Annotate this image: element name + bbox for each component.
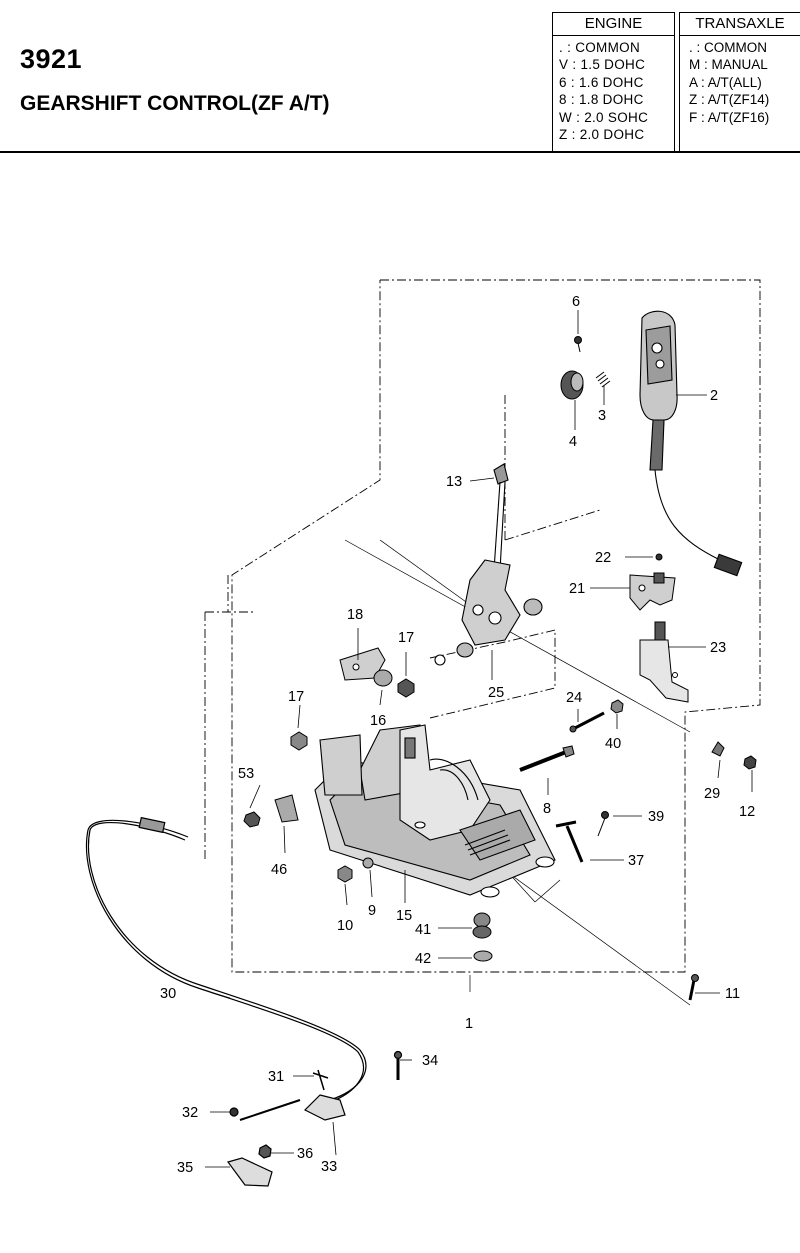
callout-label: 24 bbox=[566, 690, 582, 706]
callout-label: 12 bbox=[739, 804, 755, 820]
callout-label: 37 bbox=[628, 853, 644, 869]
callout-label: 41 bbox=[415, 922, 431, 938]
engine-code-row: . : COMMON bbox=[559, 40, 640, 55]
page-number: 3921 bbox=[20, 44, 83, 74]
callout-label: 17 bbox=[288, 689, 304, 705]
switch-icon bbox=[629, 553, 689, 703]
engine-code-row: W : 2.0 SOHC bbox=[559, 109, 649, 125]
engine-code-row: 6 : 1.6 DOHC bbox=[559, 74, 644, 90]
callout-label: 53 bbox=[238, 766, 254, 782]
callout-label: 15 bbox=[396, 908, 412, 924]
engine-code-row: Z : 2.0 DOHC bbox=[559, 127, 645, 143]
callout-label: 9 bbox=[368, 903, 376, 919]
callout-leaders bbox=[205, 310, 753, 1168]
callout-label: 8 bbox=[543, 801, 551, 817]
callout-label: 4 bbox=[569, 434, 577, 450]
callout-label: 1 bbox=[465, 1016, 473, 1032]
transaxle-code-row: A : A/T(ALL) bbox=[689, 74, 762, 90]
shift-lever-icon bbox=[434, 463, 543, 666]
callout-label: 2 bbox=[710, 388, 718, 404]
transaxle-code-row: M : MANUAL bbox=[689, 57, 768, 73]
callout-label: 17 bbox=[398, 630, 414, 646]
callout-labels: 6 2 3 4 13 22 21 23 18 17 17 16 25 24 40… bbox=[160, 294, 755, 1176]
engine-code-row: 8 : 1.8 DOHC bbox=[559, 92, 644, 108]
page-title: GEARSHIFT CONTROL(ZF A/T) bbox=[20, 92, 330, 115]
bolt-icon bbox=[243, 699, 757, 1001]
callout-label: 34 bbox=[422, 1053, 438, 1069]
engine-table-title: ENGINE bbox=[553, 13, 674, 36]
callout-label: 35 bbox=[177, 1160, 193, 1176]
bracket-icon bbox=[290, 647, 415, 751]
callout-label: 3 bbox=[598, 408, 606, 424]
callout-label: 6 bbox=[572, 294, 580, 310]
engine-code-row: V : 1.5 DOHC bbox=[559, 57, 646, 73]
callout-label: 33 bbox=[321, 1159, 337, 1175]
callout-label: 32 bbox=[182, 1105, 198, 1121]
callout-label: 25 bbox=[488, 685, 504, 701]
callout-label: 21 bbox=[569, 581, 585, 597]
transaxle-code-row: F : A/T(ZF16) bbox=[689, 109, 770, 125]
callout-label: 39 bbox=[648, 809, 664, 825]
callout-label: 29 bbox=[704, 786, 720, 802]
shift-cable-icon bbox=[85, 816, 403, 1187]
header-divider bbox=[0, 151, 800, 153]
transaxle-table-title: TRANSAXLE bbox=[680, 13, 800, 36]
callout-label: 42 bbox=[415, 951, 431, 967]
callout-label: 30 bbox=[160, 986, 176, 1002]
shifter-base-icon bbox=[314, 724, 556, 898]
callout-label: 13 bbox=[446, 474, 462, 490]
transaxle-code-row: . : COMMON bbox=[689, 40, 767, 55]
knob-button-parts-icon bbox=[560, 336, 611, 400]
callout-label: 36 bbox=[297, 1146, 313, 1162]
callout-label: 18 bbox=[347, 607, 363, 623]
callout-label: 23 bbox=[710, 640, 726, 656]
callout-label: 31 bbox=[268, 1069, 284, 1085]
callout-label: 22 bbox=[595, 550, 611, 566]
gear-knob-icon bbox=[639, 310, 743, 577]
callout-label: 10 bbox=[337, 918, 353, 934]
callout-label: 46 bbox=[271, 862, 287, 878]
callout-label: 40 bbox=[605, 736, 621, 752]
engine-code-table: ENGINE . : COMMON V : 1.5 DOHC 6 : 1.6 D… bbox=[552, 12, 675, 153]
transaxle-code-row: Z : A/T(ZF14) bbox=[689, 92, 770, 108]
callout-label: 11 bbox=[725, 986, 740, 1002]
callout-label: 16 bbox=[370, 713, 386, 729]
